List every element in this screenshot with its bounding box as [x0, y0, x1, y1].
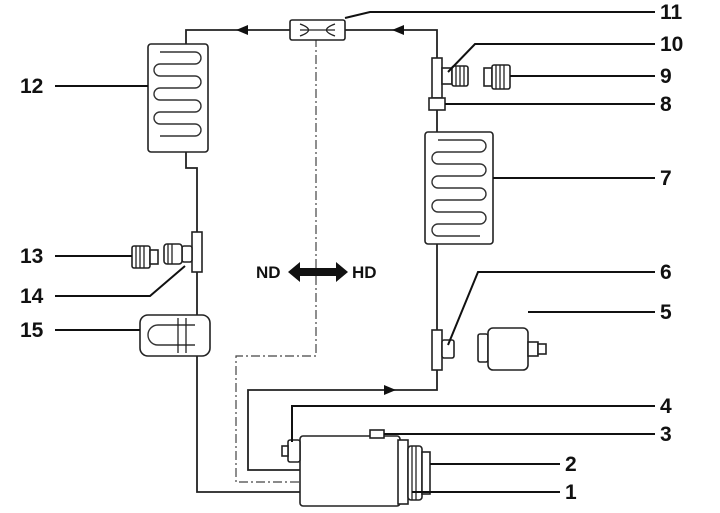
service-port-low	[163, 231, 203, 273]
flow-arrow-left-2	[392, 25, 404, 35]
receiver-drier	[139, 314, 211, 357]
condenser	[147, 43, 209, 153]
callout-3: 3	[660, 423, 672, 446]
high-pressure-label: HD	[352, 263, 377, 282]
flow-arrow-right	[384, 385, 396, 395]
refrigerant-lines	[185, 29, 438, 493]
callout-13: 13	[20, 245, 43, 268]
callout-14: 14	[20, 285, 44, 308]
leader-lines	[55, 11, 655, 493]
callout-labels: 11 10 9 8 7 6 5 4 3 2 1 12 13 14 15	[20, 1, 683, 504]
service-port-cap-low	[131, 245, 159, 269]
callout-11: 11	[660, 1, 683, 24]
callout-15: 15	[20, 319, 44, 342]
callout-9: 9	[660, 65, 672, 88]
callout-5: 5	[660, 301, 672, 324]
flow-arrow-left-1	[236, 25, 248, 35]
callout-2: 2	[565, 453, 577, 476]
callout-7: 7	[660, 167, 672, 190]
double-arrow-icon	[288, 262, 348, 282]
evaporator	[424, 131, 494, 245]
callout-6: 6	[660, 261, 672, 284]
flow-arrows	[236, 25, 404, 395]
callout-1: 1	[565, 481, 577, 504]
callout-12: 12	[20, 75, 43, 98]
service-port-high	[431, 57, 469, 99]
pressure-switch	[477, 327, 547, 371]
line-connector	[428, 97, 446, 111]
callout-8: 8	[660, 93, 672, 116]
callout-4: 4	[660, 395, 672, 418]
pressure-switch-port	[431, 329, 455, 371]
callout-10: 10	[660, 33, 683, 56]
expansion-valve	[289, 19, 346, 41]
low-pressure-label: ND	[256, 263, 281, 282]
service-port-cap-high	[483, 64, 511, 90]
compressor	[281, 429, 431, 507]
pressure-indicator: ND HD	[256, 262, 377, 282]
